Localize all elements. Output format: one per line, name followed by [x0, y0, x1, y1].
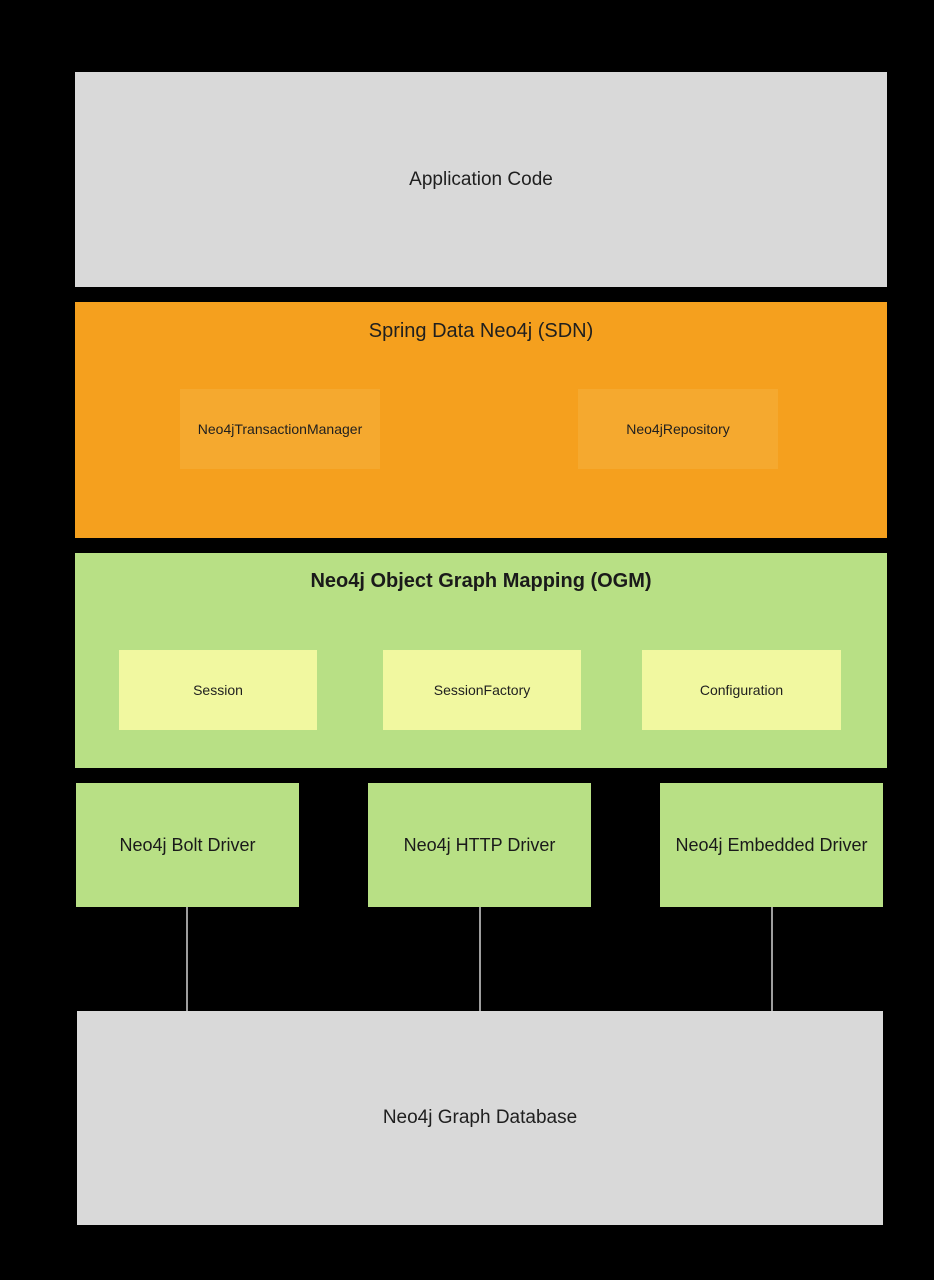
layer-application-code: Application Code — [75, 72, 887, 287]
driver-bolt: Neo4j Bolt Driver — [76, 783, 299, 907]
ogm-component-session-factory: SessionFactory — [383, 650, 581, 730]
connector-http-to-database — [479, 907, 481, 1011]
ogm-component-session-factory-label: SessionFactory — [433, 682, 531, 698]
sdn-component-repository-label: Neo4jRepository — [626, 421, 730, 437]
driver-http: Neo4j HTTP Driver — [368, 783, 591, 907]
sdn-component-repository: Neo4jRepository — [578, 389, 778, 469]
layer-object-graph-mapping: Neo4j Object Graph Mapping (OGM) Session… — [75, 553, 887, 768]
ogm-component-session-label: Session — [193, 682, 243, 698]
driver-embedded: Neo4j Embedded Driver — [660, 783, 883, 907]
sdn-component-transaction-manager-label: Neo4jTransactionManager — [197, 421, 363, 437]
driver-http-label: Neo4j HTTP Driver — [403, 834, 556, 855]
driver-bolt-label: Neo4j Bolt Driver — [119, 834, 256, 855]
graph-database-label: Neo4j Graph Database — [382, 1107, 578, 1128]
ogm-title: Neo4j Object Graph Mapping (OGM) — [310, 570, 652, 592]
ogm-component-configuration: Configuration — [642, 650, 841, 730]
ogm-component-session: Session — [119, 650, 317, 730]
ogm-component-configuration-label: Configuration — [699, 682, 784, 698]
application-code-label: Application Code — [409, 168, 553, 190]
layer-graph-database: Neo4j Graph Database — [77, 1011, 883, 1225]
layer-spring-data-neo4j: Spring Data Neo4j (SDN) Neo4jTransaction… — [75, 302, 887, 538]
connector-embedded-to-database — [771, 907, 773, 1011]
sdn-title: Spring Data Neo4j (SDN) — [368, 320, 594, 342]
sdn-component-transaction-manager: Neo4jTransactionManager — [180, 389, 380, 469]
connector-bolt-to-database — [186, 907, 188, 1011]
driver-embedded-label: Neo4j Embedded Driver — [675, 834, 868, 855]
